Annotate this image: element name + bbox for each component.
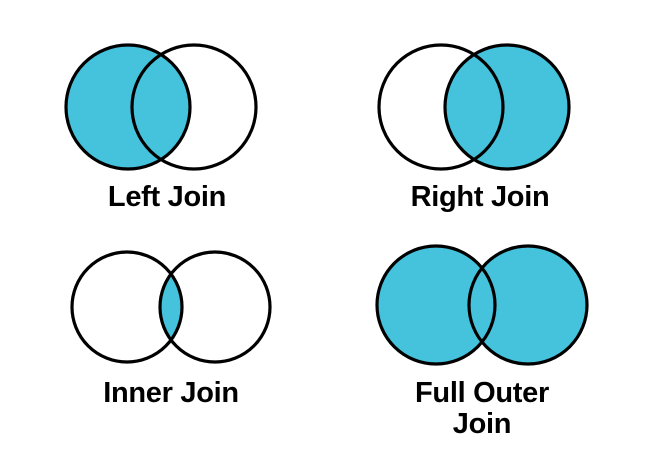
venn-region-left-fill: [66, 45, 190, 169]
venn-diagram-right-join: [377, 43, 571, 171]
venn-circle-left-outline: [375, 244, 497, 366]
venn-circle-right-outline: [130, 43, 258, 171]
join-cell-left-join[interactable]: Left Join: [62, 38, 272, 213]
venn-diagram-left-join: [64, 43, 258, 171]
venn-region-left-fill: [377, 246, 495, 364]
venn-circle-right-outline: [158, 250, 272, 364]
venn-circle-left-outline: [70, 250, 184, 364]
venn-circle-left-outline: [377, 43, 505, 171]
venn-circle-right-outline: [467, 244, 589, 366]
join-label-right-join: Right Join: [410, 181, 550, 213]
venn-region-right-fill: [445, 45, 569, 169]
venn-circle-right-outline: [443, 43, 571, 171]
venn-diagram-inner-join: [70, 250, 272, 364]
join-label-left-join: Left Join: [107, 181, 227, 213]
join-label-inner-join: Inner Join: [103, 377, 239, 409]
venn-diagram-full-outer-join: [375, 244, 589, 366]
join-cell-right-join[interactable]: Right Join: [375, 38, 585, 213]
venn-circle-left-outline: [64, 43, 192, 171]
join-cell-full-outer-join[interactable]: Full Outer Join: [374, 240, 590, 441]
join-label-full-outer-join: Full Outer Join: [415, 377, 549, 441]
venn-region-right-fill: [469, 246, 587, 364]
join-cell-inner-join[interactable]: Inner Join: [68, 246, 274, 409]
